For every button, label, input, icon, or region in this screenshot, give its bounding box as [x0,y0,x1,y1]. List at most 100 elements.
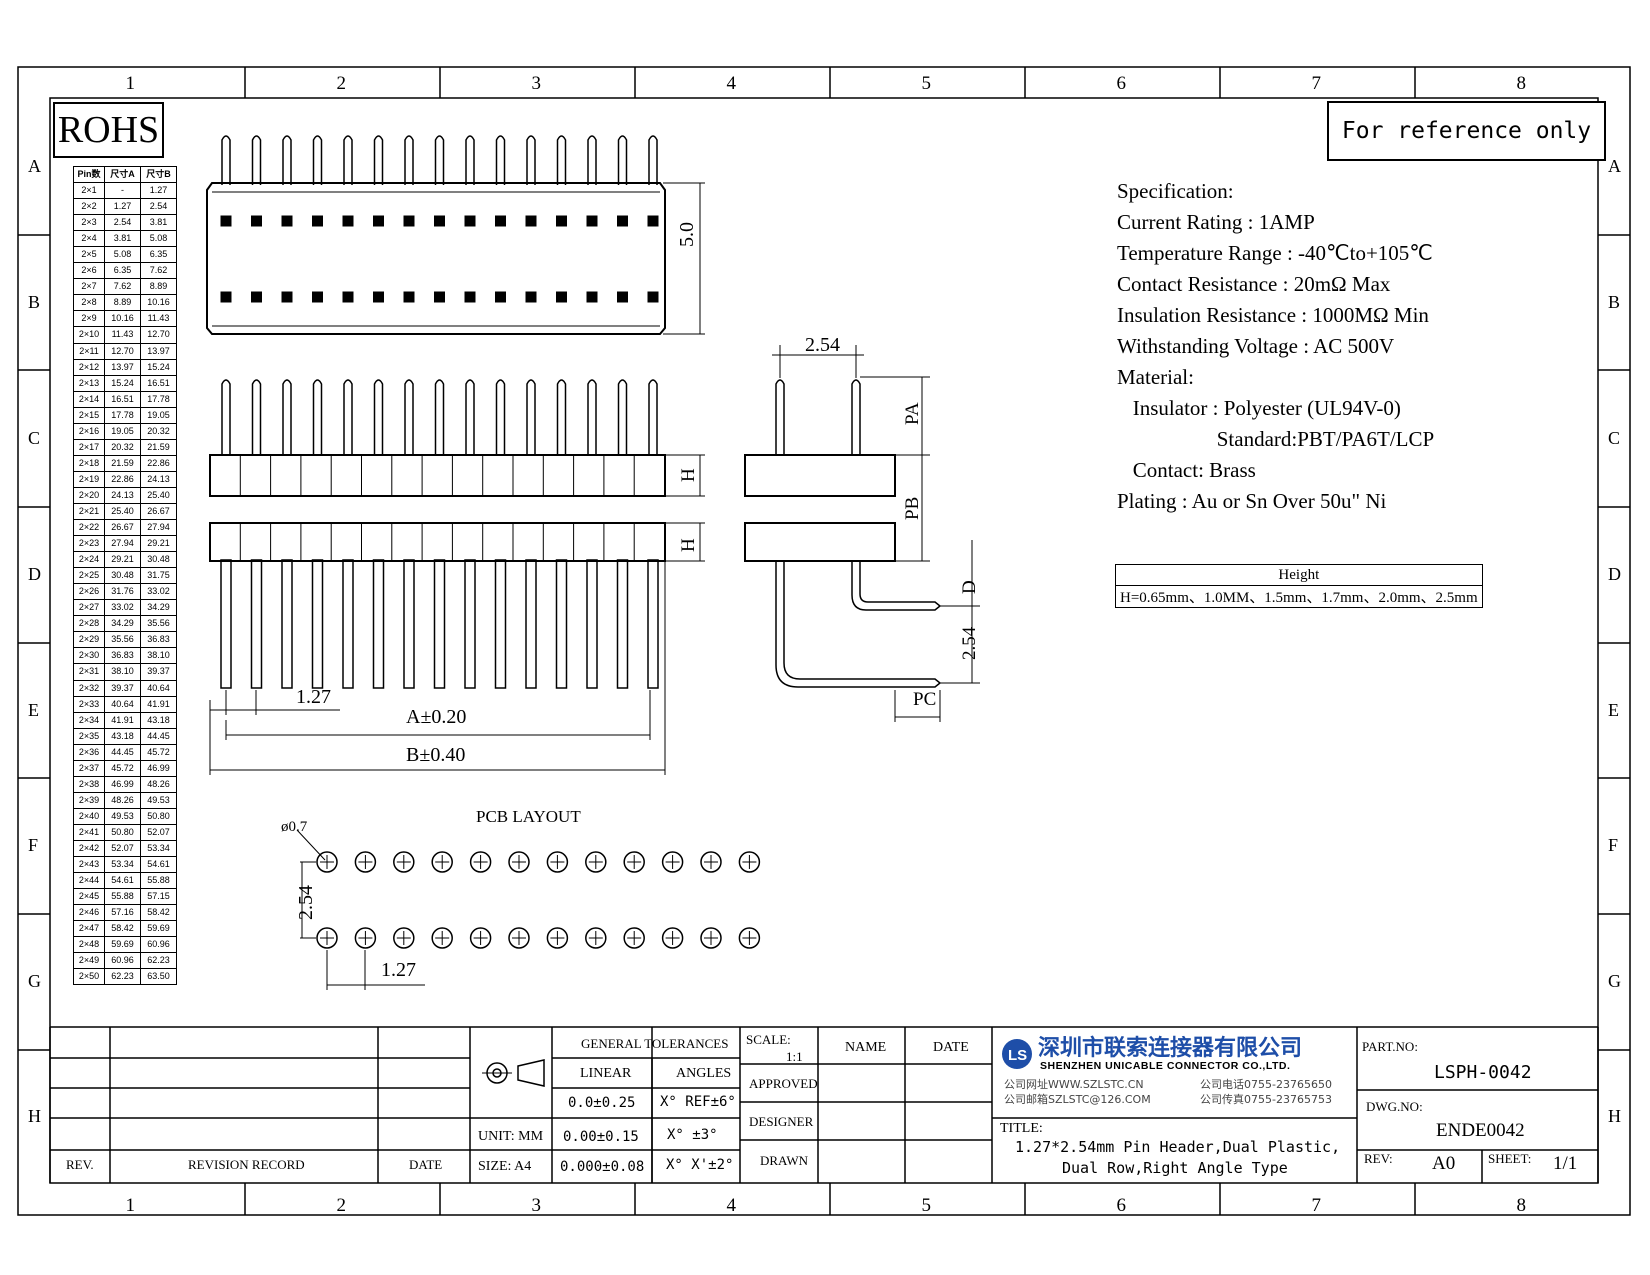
pin-table-cell: 40.64 [104,695,141,713]
pin-top [587,135,597,185]
pin-table-cell: 44.45 [104,743,141,761]
pin-table-cell: 2×23 [73,535,105,553]
pin-upper [495,379,506,455]
logo-text: LS [1008,1047,1027,1064]
pin-hole-top-row [403,215,415,227]
pcb-hole-size: ø0.7 [281,819,308,835]
zone-row-label: A [1608,155,1621,176]
pin-table-cell: 63.50 [140,968,177,986]
date-header: DATE [933,1040,969,1055]
spec-line: Contact Resistance : 20mΩ Max [1117,272,1391,296]
part-no-value: LSPH-0042 [1434,1062,1532,1083]
zone-column-label: 8 [1516,1195,1527,1216]
pin-table-cell: 43.18 [104,727,141,745]
pin-table-cell: 2.54 [140,198,177,216]
pin-hole-top-row [464,215,476,227]
pin-upper [251,379,262,455]
pin-hole-bottom-row [464,291,476,303]
pin-hole-bottom-row [525,291,537,303]
linear-tol-1: 0.0±0.25 [568,1095,636,1111]
pcb-row-pitch: 2.54 [295,885,317,920]
pin-table-cell: 25.40 [140,486,177,504]
dim-side-254: 2.54 [959,626,980,660]
top-view-drawing [206,135,705,335]
pin-upper [373,379,384,455]
pin-table-cell: 17.78 [104,406,141,424]
pin-hole-top-row [281,215,293,227]
pcb-hole [469,851,492,873]
dwg-no-label: DWG.NO: [1366,1099,1423,1114]
pin-hole-bottom-row [434,291,445,303]
pin-table-cell: 22.86 [104,470,141,488]
housing-upper [209,454,666,497]
housing-top [206,182,666,335]
pcb-hole [546,851,569,873]
pin-table-cell: 60.96 [104,952,141,970]
pin-table-cell: 2×18 [73,454,105,472]
angle-tol-2: X° ±3° [667,1127,718,1143]
pin-hole-bottom-row [373,291,384,303]
pin-hole-bottom-row [647,291,659,303]
zone-column-label: 5 [921,73,932,94]
pcb-hole [700,851,722,873]
zone-row-label: D [28,564,41,584]
pin-hole-bottom-row [403,291,415,303]
pin-lower [403,559,415,689]
pin-table-cell: 16.51 [104,390,141,408]
pin-table-cell: 2×44 [73,872,105,890]
spec-line: Insulator : Polyester (UL94V-0) [1117,396,1401,420]
pin-table-cell: 2×30 [73,647,105,665]
revision-record-header: REVISION RECORD [188,1157,305,1172]
pin-table-cell: 53.34 [140,839,177,858]
spec-line: Temperature Range : -40℃to+105℃ [1117,241,1433,265]
pin-table-cell: 2×41 [73,823,105,841]
pin-table-cell: 35.56 [140,615,177,633]
pin-table-cell: 21.59 [104,454,141,472]
side-pin-long-bend [775,561,942,688]
pin-upper [312,379,323,455]
spec-line: Standard:PBT/PA6T/LCP [1117,427,1435,451]
unit-label: UNIT: MM [478,1129,544,1144]
pin-table-cell: 2×48 [73,936,105,954]
zone-row-label: G [28,971,41,991]
pin-table-cell: 36.83 [140,631,177,649]
pin-table-cell: 19.05 [104,422,141,440]
pin-table-cell: 7.62 [140,262,177,280]
pin-table-cell: 33.02 [104,599,141,617]
side-housing-lower [744,522,896,562]
rohs-label: ROHS [53,102,164,158]
angles-label: ANGLES [676,1066,732,1081]
pin-upper [404,379,414,455]
zone-column-label: 1 [125,1195,136,1216]
pcb-hole [508,927,530,949]
pin-hole-top-row [251,215,262,227]
housing-lower [209,522,666,562]
zone-row-label: E [1608,699,1619,720]
pin-table-cell: 11.43 [104,326,141,344]
pin-top [221,135,231,185]
pin-table-cell: 39.37 [140,663,177,681]
pin-hole-top-row [617,215,628,227]
pin-table-cell: 27.94 [104,535,141,553]
pin-lower [342,559,354,689]
company-fax: 公司传真0755-23765753 [1200,1093,1332,1106]
pin-table-cell: 26.67 [140,502,177,521]
pin-top [343,135,353,185]
dim-pc: PC [913,689,937,710]
pin-table-cell: 2×16 [73,422,105,440]
linear-tol-2: 0.00±0.15 [563,1129,639,1145]
pin-upper [221,379,231,455]
pin-table-cell: 8.89 [140,278,177,296]
rev-label: REV: [1364,1151,1393,1166]
pin-lower [616,559,629,689]
pin-table-cell: 2×21 [73,502,105,521]
zone-column-label: 2 [336,73,347,94]
